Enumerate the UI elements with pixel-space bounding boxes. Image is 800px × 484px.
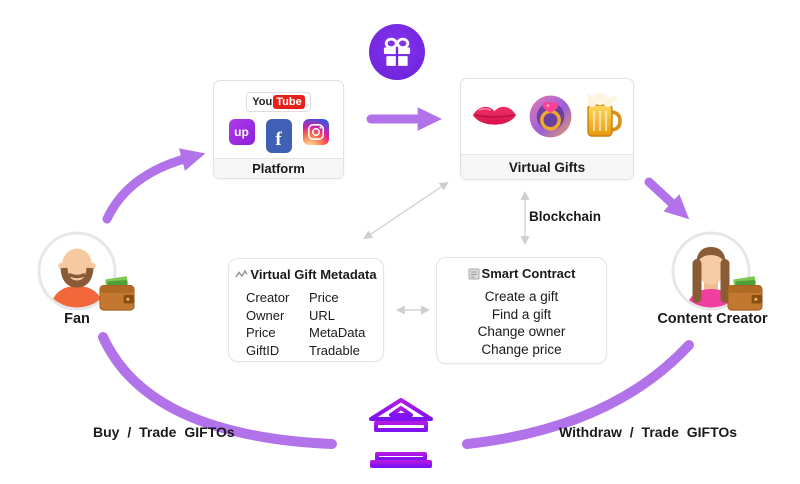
facebook-icon: f — [265, 119, 292, 153]
smart-contract-functions: Create a gift Find a gift Change owner C… — [437, 288, 606, 358]
metadata-field: URL — [309, 307, 336, 323]
blockchain-label: Blockchain — [529, 209, 602, 224]
fan-avatar-image — [37, 231, 117, 311]
content-creator-label: Content Creator — [657, 311, 768, 327]
virtual-gifts-card: Virtual Gifts — [460, 78, 634, 180]
withdraw-trade-label: Withdraw / Trade GIFTOs — [559, 424, 738, 440]
arrow-fan-to-platform — [102, 148, 206, 224]
bank-icon — [369, 398, 433, 468]
virtual-gifts-label: Virtual Gifts — [461, 154, 633, 179]
metadata-panel: Virtual Gift Metadata Creator Owner Pric… — [228, 258, 384, 362]
youtube-you-text: You — [252, 96, 273, 108]
metadata-title: Virtual Gift Metadata — [250, 267, 377, 282]
activity-chart-icon — [235, 269, 249, 278]
metadata-field: MetaData — [309, 325, 366, 340]
platform-label: Platform — [214, 158, 343, 178]
metadata-field: Price — [309, 290, 339, 305]
smart-contract-panel: Smart Contract Create a gift Find a gift… — [436, 257, 607, 364]
metadata-field: Creator — [246, 290, 290, 305]
curve-bank-to-creator — [462, 340, 694, 449]
document-icon — [468, 268, 480, 279]
instagram-icon — [302, 119, 329, 145]
gift-icon — [383, 37, 411, 66]
contract-function: Change owner — [477, 324, 566, 339]
metadata-field: Owner — [246, 307, 285, 323]
fan-avatar — [37, 231, 117, 316]
kiss-lips-icon — [472, 106, 517, 125]
uplive-text: up — [234, 125, 249, 139]
fan-label: Fan — [64, 311, 90, 327]
arrow-gifts-to-creator — [644, 177, 690, 220]
platform-app-icons: up f — [228, 119, 329, 153]
smart-contract-title: Smart Contract — [481, 266, 576, 281]
connector-metadata-gifts — [363, 181, 449, 240]
buy-trade-label: Buy / Trade GIFTOs — [93, 424, 235, 440]
contract-function: Create a gift — [484, 289, 559, 304]
gift-token-badge — [369, 24, 425, 80]
content-creator-wallet-icon — [727, 276, 763, 311]
metadata-field: GiftID — [246, 342, 280, 358]
curve-fan-to-bank — [98, 332, 337, 449]
fan-wallet-icon — [99, 276, 135, 311]
instagram-camera-glyph — [307, 124, 324, 140]
metadata-field: Price — [246, 325, 276, 340]
contract-function: Change price — [481, 341, 562, 357]
uplive-icon: up — [228, 119, 255, 145]
diamond-ring-icon — [529, 95, 572, 138]
metadata-fields: Creator Owner Price GiftID Price URL Met… — [246, 289, 383, 359]
contract-function: Find a gift — [491, 306, 552, 322]
youtube-tube-text: Tube — [273, 95, 305, 109]
metadata-field: Tradable — [309, 342, 360, 358]
beer-mug-icon — [587, 92, 622, 137]
